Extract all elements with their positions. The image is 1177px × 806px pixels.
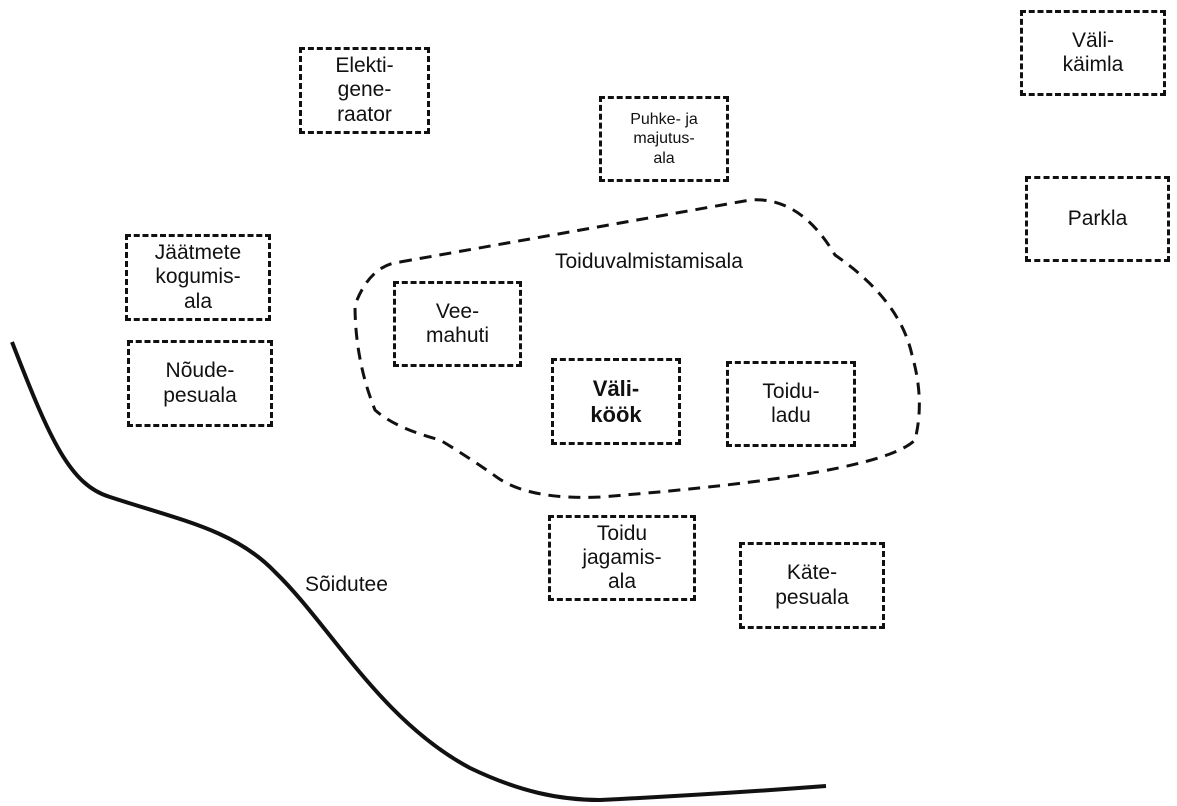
handwashing-label-1: Käte- bbox=[786, 561, 838, 585]
food-preparation-area-label: Toiduvalmistamisala bbox=[555, 250, 743, 273]
parking-box: Parkla bbox=[1025, 176, 1170, 262]
road-line bbox=[10, 341, 827, 803]
generator-label-2: gene- bbox=[337, 78, 392, 102]
rest-area-label-2: majutus- bbox=[633, 130, 695, 148]
generator-label-1: Elekti- bbox=[335, 54, 394, 78]
food-storage-label-2: ladu bbox=[771, 404, 811, 427]
dishwashing-box: Nõude- pesuala bbox=[127, 340, 273, 427]
field-kitchen-label-2: köök bbox=[590, 401, 642, 427]
dishwashing-label-1: Nõude- bbox=[165, 359, 235, 383]
generator-label-3: raator bbox=[337, 102, 392, 126]
field-kitchen-label-1: Väli- bbox=[592, 376, 640, 402]
food-preparation-area-outline bbox=[353, 198, 921, 499]
generator-box: Elekti- gene- raator bbox=[299, 47, 430, 134]
waste-label-1: Jäätmete bbox=[154, 241, 242, 265]
water-tank-label-2: mahuti bbox=[425, 324, 490, 347]
food-storage-label-1: Toidu- bbox=[762, 379, 820, 403]
food-distribution-label-3: ala bbox=[607, 570, 637, 594]
road-label: Sõidutee bbox=[305, 573, 388, 596]
rest-area-label-1: Puhke- ja bbox=[630, 111, 698, 129]
water-tank-box: Vee- mahuti bbox=[393, 281, 522, 367]
food-distribution-box: Toidu jagamis- ala bbox=[548, 515, 696, 601]
field-toilet-box: Väli- käimla bbox=[1020, 10, 1166, 96]
field-toilet-label-1: Väli- bbox=[1071, 28, 1114, 52]
field-kitchen-box: Väli- köök bbox=[551, 358, 681, 445]
handwashing-box: Käte- pesuala bbox=[739, 542, 885, 629]
waste-label-3: ala bbox=[183, 289, 213, 313]
rest-area-box: Puhke- ja majutus- ala bbox=[599, 96, 729, 182]
waste-collection-box: Jäätmete kogumis- ala bbox=[125, 234, 271, 321]
parking-label: Parkla bbox=[1067, 206, 1128, 230]
water-tank-label-1: Vee- bbox=[435, 299, 480, 323]
food-distribution-label-1: Toidu bbox=[596, 521, 648, 545]
food-storage-box: Toidu- ladu bbox=[726, 361, 856, 447]
rest-area-label-3: ala bbox=[653, 149, 675, 167]
food-distribution-label-2: jagamis- bbox=[582, 545, 662, 569]
dishwashing-label-2: pesuala bbox=[163, 383, 237, 407]
handwashing-label-2: pesuala bbox=[775, 585, 849, 609]
field-toilet-label-2: käimla bbox=[1062, 53, 1124, 76]
waste-label-2: kogumis- bbox=[155, 265, 241, 289]
